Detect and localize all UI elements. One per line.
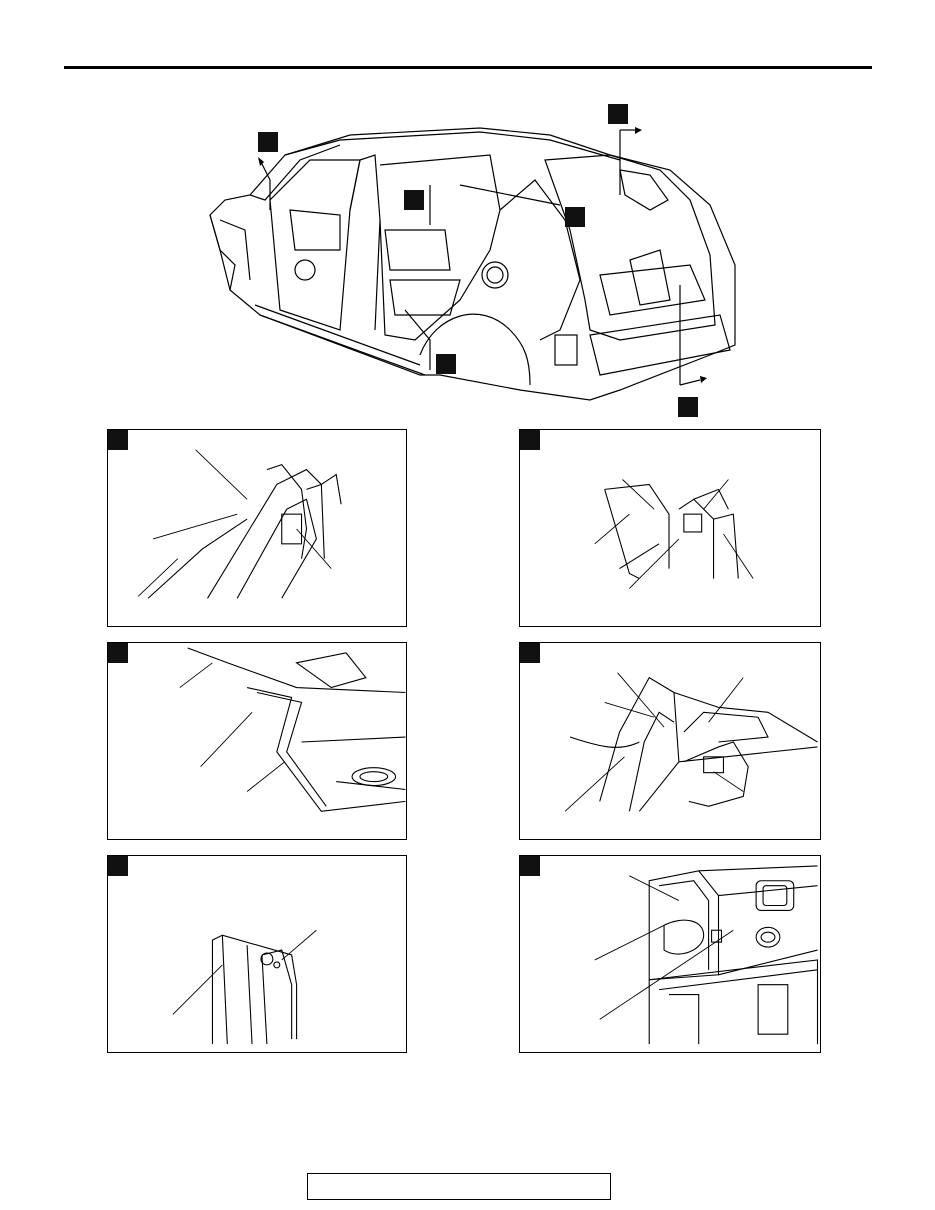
detail-panel-4 [519,642,821,840]
panel-2-marker [520,430,540,450]
detail-panel-1 [107,429,407,627]
panel-3-marker [108,643,128,663]
detail-panel-2 [519,429,821,627]
panel-5-drawing [172,929,317,1045]
marker-d[interactable] [565,207,585,227]
marker-c[interactable] [404,190,424,210]
panel-4-marker [520,643,540,663]
panel-6-marker [520,856,540,876]
car-body-illustration [190,100,750,420]
footer-box [307,1173,611,1200]
panel-1-marker [108,430,128,450]
panel-3-drawing [179,647,406,812]
marker-f[interactable] [678,397,698,417]
marker-e[interactable] [436,354,456,374]
marker-b[interactable] [608,104,628,124]
panel-6-drawing [594,865,819,1045]
detail-panel-3 [107,642,407,840]
panel-5-marker [108,856,128,876]
marker-a[interactable] [258,132,278,152]
panel-4-drawing [564,672,818,812]
header-rule [64,66,872,69]
panel-2-drawing [594,479,754,589]
detail-panel-5 [107,855,407,1053]
detail-panel-6 [519,855,821,1053]
car-body-svg [209,127,736,401]
panel-1-drawing [137,449,342,599]
